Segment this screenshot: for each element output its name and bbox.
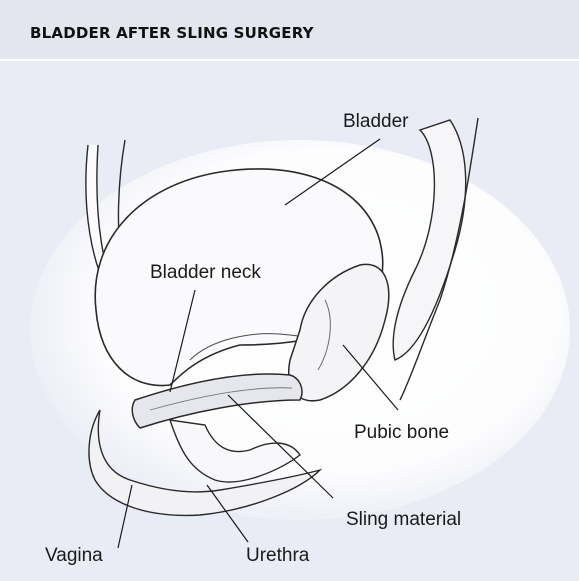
label-bladder: Bladder	[343, 111, 409, 132]
anatomy-illustration: Bladder Bladder neck Pubic bone Sling ma…	[0, 61, 579, 581]
figure-header: BLADDER AFTER SLING SURGERY	[0, 0, 579, 61]
label-vagina: Vagina	[45, 545, 103, 566]
label-urethra: Urethra	[246, 545, 310, 566]
label-bladder-neck: Bladder neck	[150, 262, 261, 283]
label-pubic-bone: Pubic bone	[354, 422, 449, 443]
label-sling-material: Sling material	[346, 509, 461, 530]
figure-title: BLADDER AFTER SLING SURGERY	[30, 24, 314, 42]
